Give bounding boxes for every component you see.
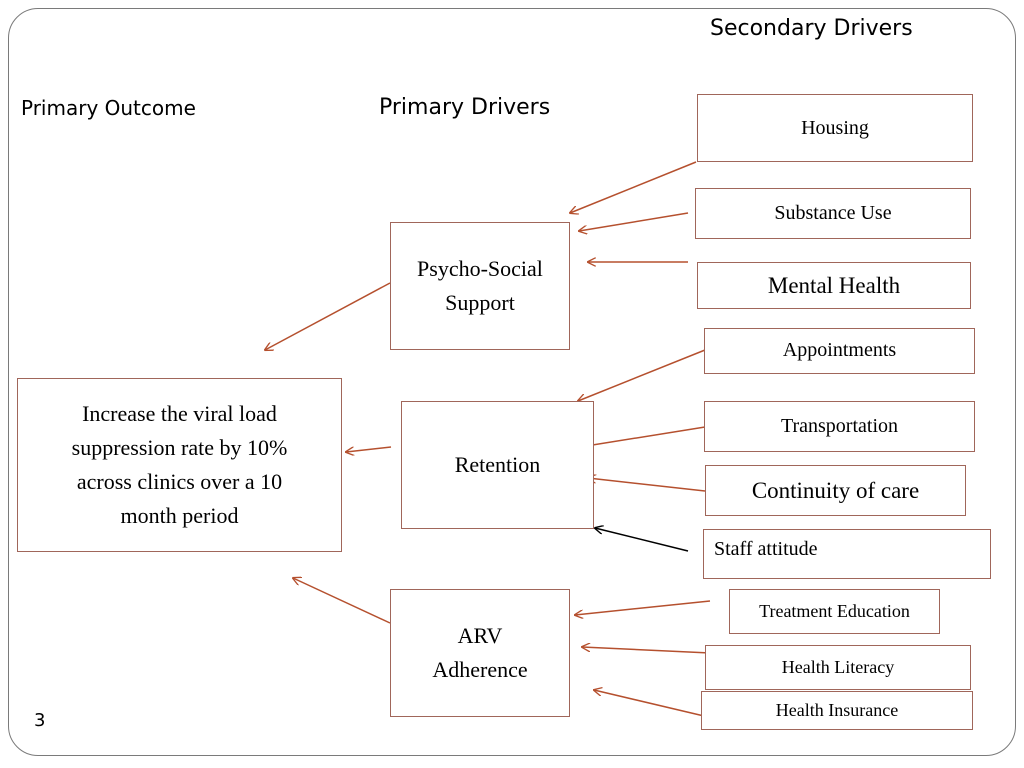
arrow-retention-outcome [346, 446, 392, 452]
primary-outcome-heading: Primary Outcome [21, 96, 196, 120]
secondary-driver-label: Housing [801, 116, 869, 139]
arrow-health-insurance [594, 690, 705, 717]
secondary-driver-label: Transportation [780, 415, 899, 437]
secondary-driver-housing: Housing [697, 94, 973, 162]
primary-driver-retention: Retention [401, 401, 594, 529]
outcome-text: Increase the viral load suppression rate… [71, 401, 288, 528]
secondary-driver-treatment-education: Treatment Education [729, 589, 940, 634]
arrow-health-literacy [582, 647, 711, 654]
secondary-driver-appointments: Appointments [704, 328, 975, 374]
arrow-housing [570, 161, 697, 213]
secondary-driver-label: Continuity of care [751, 477, 920, 503]
secondary-driver-transportation: Transportation [704, 401, 975, 452]
arrow-substance-use [579, 212, 689, 231]
secondary-driver-staff-attitude: Staff attitude [703, 529, 991, 579]
primary-driver-arv-adherence: ARV Adherence [390, 589, 570, 717]
arrow-treatment-education [575, 600, 711, 615]
secondary-driver-label: Treatment Education [759, 601, 910, 621]
secondary-driver-label: Substance Use [774, 202, 892, 224]
arrow-transportation [580, 426, 706, 447]
secondary-driver-health-literacy: Health Literacy [705, 645, 971, 690]
arrow-continuity [588, 478, 706, 492]
primary-driver-label: Psycho-Social Support [417, 256, 543, 315]
secondary-driver-continuity-of-care: Continuity of care [705, 465, 966, 516]
primary-drivers-heading: Primary Drivers [379, 95, 551, 120]
arrow-appointments [578, 349, 706, 401]
slide-frame [8, 8, 1016, 756]
secondary-driver-label: Staff attitude [714, 538, 818, 560]
secondary-driver-label: Health Insurance [775, 700, 899, 720]
secondary-driver-label: Mental Health [767, 272, 901, 298]
secondary-drivers-heading: Secondary Drivers [710, 16, 913, 41]
secondary-driver-substance-use: Substance Use [695, 188, 971, 239]
arrow-staff-attitude [595, 528, 689, 552]
secondary-driver-mental-health: Mental Health [697, 262, 971, 309]
secondary-driver-label: Health Literacy [781, 657, 895, 677]
secondary-driver-health-insurance: Health Insurance [701, 691, 973, 730]
outcome-box: Increase the viral load suppression rate… [17, 378, 342, 552]
primary-driver-label: ARV Adherence [432, 623, 528, 682]
arrow-adherence-outcome [293, 578, 391, 624]
primary-driver-label: Retention [454, 452, 541, 477]
secondary-driver-label: Appointments [782, 339, 897, 361]
slide-number: 3 [34, 710, 46, 731]
arrow-psychosocial-outcome [265, 282, 391, 350]
primary-driver-psycho-social: Psycho-Social Support [390, 222, 570, 350]
